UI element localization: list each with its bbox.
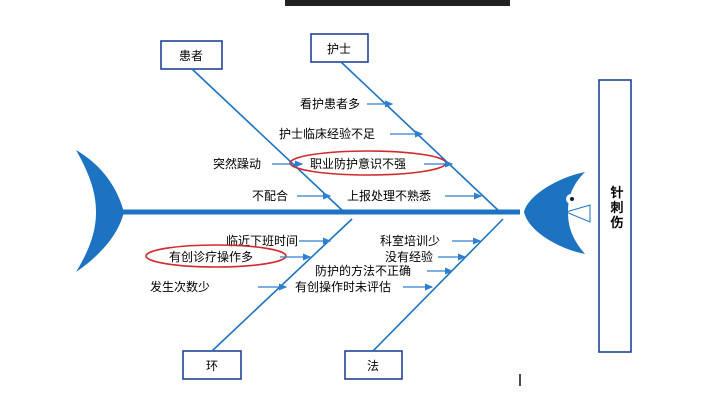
fish-head bbox=[524, 172, 585, 254]
fish-mouth bbox=[564, 204, 591, 223]
cause-method-1: 科室培训少 bbox=[380, 233, 440, 248]
effect-box bbox=[598, 79, 632, 353]
category-box-patient bbox=[160, 40, 223, 70]
fish-pupil bbox=[570, 197, 574, 201]
bone-patient bbox=[191, 68, 345, 213]
highlight-ring-2 bbox=[145, 244, 287, 268]
category-label-nurse: 护士 bbox=[327, 42, 351, 56]
cause-environment-3: 发生次数少 bbox=[150, 279, 210, 294]
cause-method-2: 没有经验 bbox=[385, 249, 433, 264]
cause-method-4: 有创操作时未评估 bbox=[295, 279, 391, 294]
cause-environment-2: 有创诊疗操作多 bbox=[169, 249, 253, 264]
cause-nurse-4: 上报处理不熟悉 bbox=[347, 188, 431, 203]
effect-label: 针刺伤 bbox=[608, 185, 625, 231]
top-title-fragment bbox=[285, 0, 510, 6]
category-label-method: 法 bbox=[367, 359, 379, 373]
category-box-method bbox=[344, 350, 403, 380]
cause-environment-1: 临近下班时间 bbox=[226, 234, 298, 248]
category-box-environment bbox=[182, 350, 242, 380]
bone-method bbox=[372, 218, 504, 352]
cause-patient-2: 不配合 bbox=[252, 188, 288, 203]
category-box-nurse bbox=[310, 33, 369, 63]
cause-method-3: 防护的方法不正确 bbox=[315, 263, 411, 278]
category-label-environment: 环 bbox=[206, 359, 218, 373]
cause-patient-1: 突然躁动 bbox=[213, 156, 261, 171]
fish-tail bbox=[76, 150, 124, 272]
cause-nurse-2: 护士临床经验不足 bbox=[279, 126, 375, 141]
cause-nurse-1: 看护患者多 bbox=[300, 97, 360, 111]
category-label-patient: 患者 bbox=[179, 49, 203, 63]
cause-nurse-3: 职业防护意识不强 bbox=[310, 156, 406, 171]
